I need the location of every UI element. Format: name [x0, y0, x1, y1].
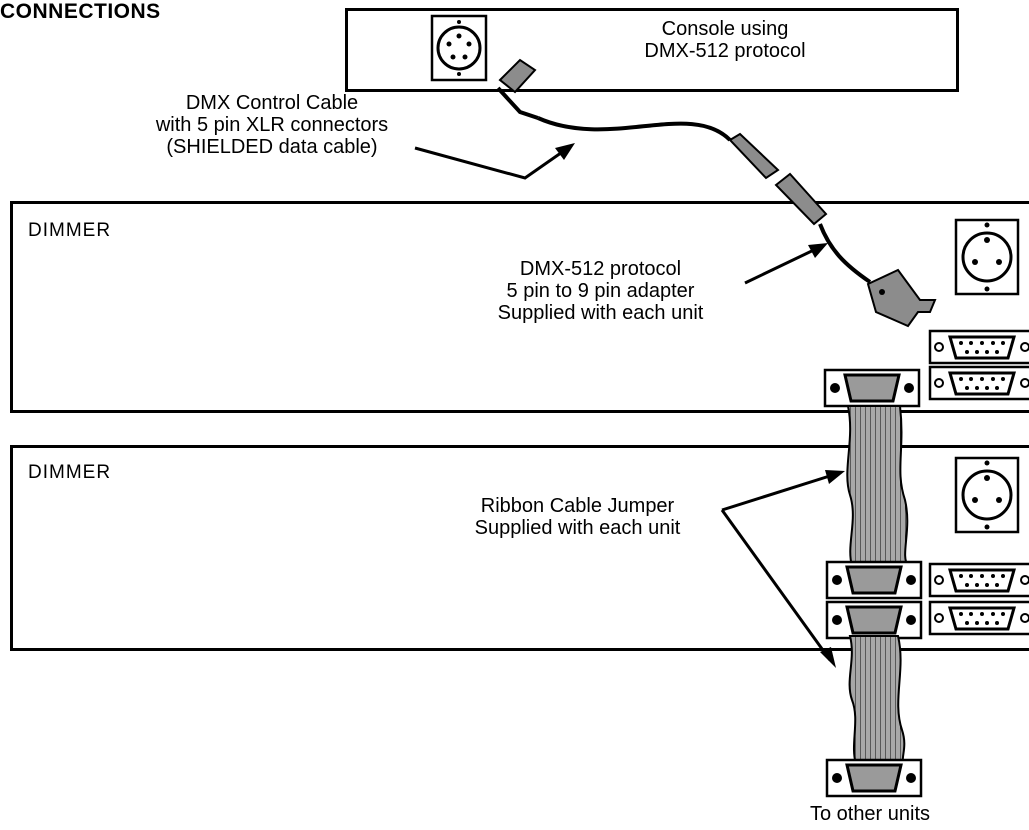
- adapter-label-line3: Supplied with each unit: [497, 302, 704, 324]
- ribbon-label: Ribbon Cable Jumper Supplied with each u…: [425, 495, 730, 539]
- ribbon-label-line1: Ribbon Cable Jumper: [480, 495, 675, 517]
- dimmer-1-label: DIMMER: [28, 220, 112, 241]
- dmx-adapter-icon: [866, 268, 937, 328]
- dmx-control-cable: [496, 58, 872, 284]
- dimmer-2-db9-in-icon: [928, 600, 1029, 636]
- adapter-label-line1: DMX-512 protocol: [519, 258, 682, 280]
- dimmer-2-ribbon-plug-top-icon: [825, 560, 923, 600]
- ribbon-cable-2: [848, 635, 906, 765]
- console-label-line2: DMX-512 protocol: [644, 40, 806, 62]
- ribbon-cable-1: [846, 405, 910, 567]
- loose-ribbon-plug-icon: [825, 758, 923, 798]
- dimmer-1-db9-out-icon: [928, 329, 1029, 365]
- dimmer-2-label: DIMMER: [28, 462, 112, 483]
- console-xlr-socket-icon: [430, 14, 488, 82]
- dimmer-1-xlr-socket-icon: [954, 218, 1020, 296]
- dimmer-1-ribbon-plug-icon: [823, 368, 921, 408]
- dimmer-2-xlr-socket-icon: [954, 456, 1020, 534]
- adapter-label-line2: 5 pin to 9 pin adapter: [506, 280, 695, 302]
- to-other-units-label: To other units: [809, 803, 931, 825]
- console-label: Console using DMX-512 protocol: [560, 18, 890, 62]
- console-label-line1: Console using: [661, 18, 789, 40]
- dimmer-2-ribbon-plug-bottom-icon: [825, 600, 923, 640]
- dimmer-1-db9-in-icon: [928, 365, 1029, 401]
- dmx-cable-label: DMX Control Cable with 5 pin XLR connect…: [112, 92, 432, 158]
- dmx-cable-label-line3: (SHIELDED data cable): [166, 136, 378, 158]
- dmx-cable-arrow: [414, 143, 575, 180]
- adapter-label: DMX-512 protocol 5 pin to 9 pin adapter …: [448, 258, 753, 324]
- ribbon-arrows: [720, 470, 845, 668]
- diagram-title: CONNECTIONS: [0, 0, 161, 23]
- dimmer-2-db9-out-icon: [928, 562, 1029, 598]
- ribbon-label-line2: Supplied with each unit: [474, 517, 681, 539]
- dmx-cable-label-line1: DMX Control Cable: [185, 92, 359, 114]
- dmx-cable-label-line2: with 5 pin XLR connectors: [155, 114, 389, 136]
- adapter-arrow: [744, 243, 828, 285]
